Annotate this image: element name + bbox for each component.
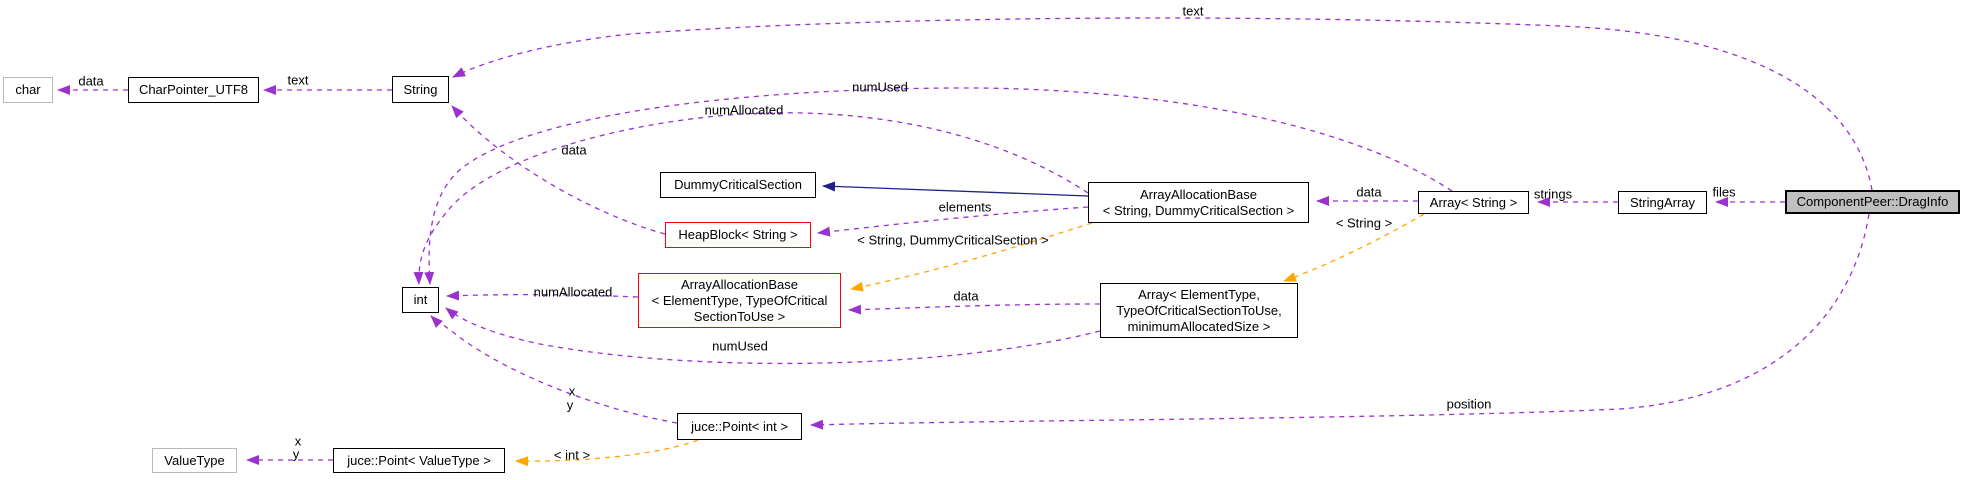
node-point-int[interactable]: juce::Point< int > [677,413,802,440]
node-array-elementtype[interactable]: Array< ElementType, TypeOfCriticalSectio… [1100,283,1298,338]
edge-arraystring-template-of-arrayelementtype [1283,213,1425,282]
edge-aabstring-to-int-numallocated [413,112,1089,285]
node-point-valuetype[interactable]: juce::Point< ValueType > [333,448,505,473]
node-charpointer-utf8[interactable]: CharPointer_UTF8 [128,77,259,103]
node-array-string[interactable]: Array< String > [1418,191,1529,214]
node-dummycriticalsection[interactable]: DummyCriticalSection [660,172,816,198]
edge-arraystring-to-int-numused [424,87,1453,285]
edge-aabstring-template-of-aabelementtype [850,222,1093,292]
edge-aabstring-inherits-dummycriticalsection [822,181,1089,197]
edge-pointint-template-of-pointvaluetype [515,439,699,467]
edge-pointint-to-int-xy [430,315,678,424]
edge-arrayelementtype-to-int-numused [445,307,1101,365]
edge-aabelementtype-to-int-numallocated [446,290,639,301]
node-int[interactable]: int [402,287,439,313]
edge-arrayelementtype-to-aabelementtype-data [848,303,1101,315]
node-stringarray[interactable]: StringArray [1618,191,1707,214]
edge-aabstring-to-heapblock-elements [817,206,1089,237]
node-aab-string-dcs[interactable]: ArrayAllocationBase < String, DummyCriti… [1088,182,1309,223]
node-valuetype: ValueType [152,448,237,473]
node-aab-elementtype[interactable]: ArrayAllocationBase < ElementType, TypeO… [638,273,841,328]
node-heapblock-string[interactable]: HeapBlock< String > [665,222,811,248]
edge-heapblock-to-string-data [451,105,666,235]
node-componentpeer-draginfo[interactable]: ComponentPeer::DragInfo [1785,190,1960,214]
edge-draginfo-to-string-text [452,17,1873,191]
node-string[interactable]: String [392,76,449,103]
edge-draginfo-to-pointint-position [810,213,1870,430]
node-char: char [3,77,53,103]
